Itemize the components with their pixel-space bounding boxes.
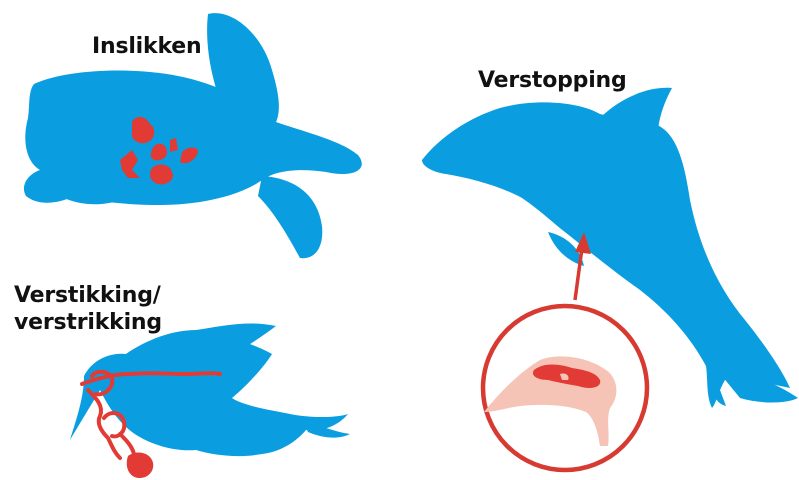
label-entanglement-line1: Verstikking/ bbox=[14, 282, 162, 309]
plastic-bag-icon bbox=[127, 453, 154, 478]
label-ingestion: Inslikken bbox=[92, 33, 201, 60]
stomach-magnifier-icon bbox=[483, 306, 647, 470]
label-entanglement: Verstikking/ verstrikking bbox=[14, 282, 162, 336]
label-entanglement-line2: verstrikking bbox=[14, 309, 162, 336]
label-blockage: Verstopping bbox=[478, 67, 627, 94]
